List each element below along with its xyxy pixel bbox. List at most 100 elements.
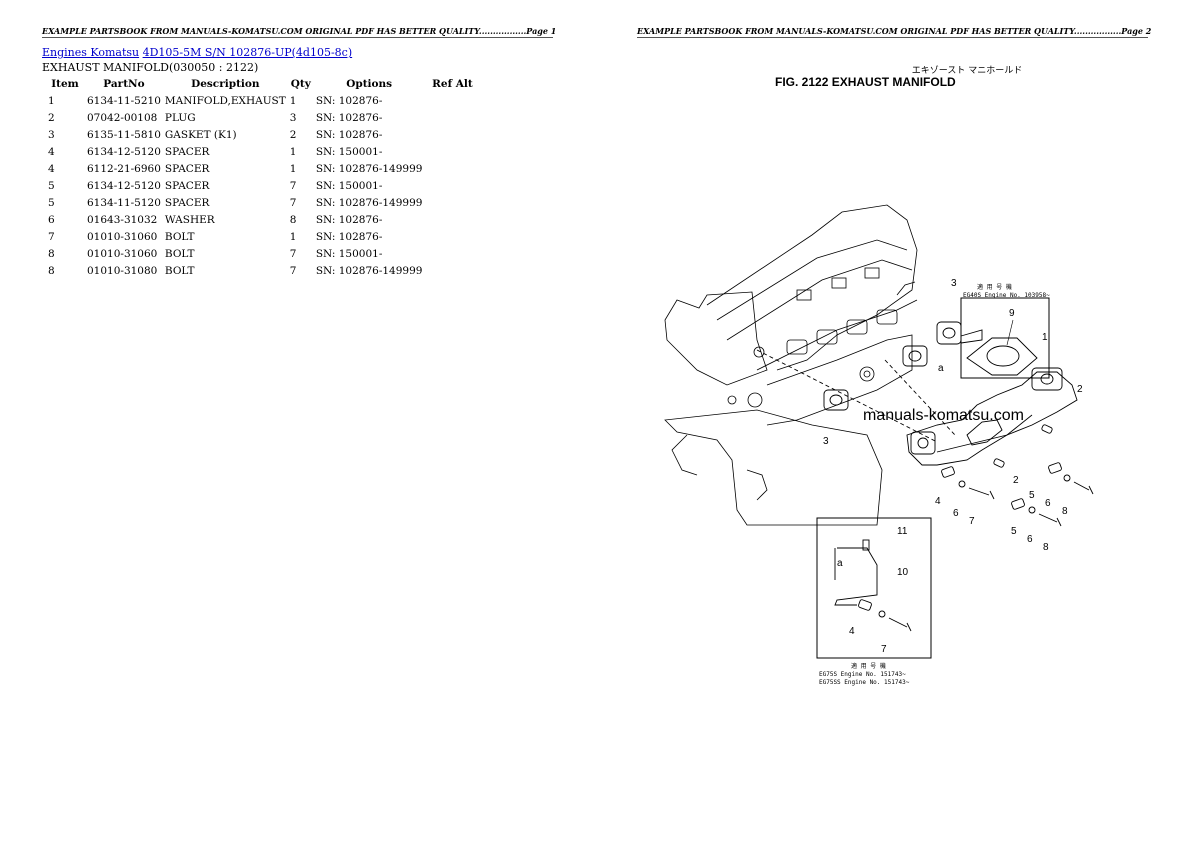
callout-10: 10 (897, 567, 909, 578)
cell-qty: 8 (289, 213, 297, 226)
cell-options: SN: 102876- (315, 111, 383, 124)
col-header-item: Item (51, 78, 79, 90)
cell-description: BOLT (164, 230, 195, 243)
manifold-drawing (906, 367, 1078, 466)
cell-ref-alt (424, 194, 480, 211)
callout-5: 5 (1029, 490, 1035, 501)
inset-top-frame (960, 297, 1050, 379)
inset-top: 適 用 号 機 EG40S Engine No. 103958~ (960, 283, 1050, 379)
cell-description: SPACER (164, 196, 210, 209)
cell-partno: 01643-31032 (87, 213, 158, 226)
parts-table: Item PartNo Description Qty Options Ref … (42, 76, 480, 279)
cell-item: 5 (48, 179, 55, 192)
cell-partno: 6134-12-5120 (87, 145, 161, 158)
engine-block-drawing (664, 204, 918, 526)
cell-qty: 7 (289, 196, 297, 209)
cell-options: SN: 150001- (315, 145, 383, 158)
exhaust-manifold-diagram: エキゾースト マニホールド FIG. 2122 EXHAUST MANIFOLD (664, 65, 1094, 686)
inset-bottom-engine2: EG75SS Engine No. 151743~ (819, 679, 910, 686)
cell-options: SN: 102876-149999 (315, 162, 423, 175)
cell-qty: 1 (289, 230, 297, 243)
cell-qty: 7 (289, 247, 297, 260)
col-header-description: Description (191, 78, 260, 90)
cell-item: 3 (48, 128, 55, 141)
cell-ref-alt (424, 177, 480, 194)
callout-2b: 2 (1013, 475, 1019, 486)
cell-qty: 7 (289, 264, 297, 277)
cell-ref-alt (424, 228, 480, 245)
col-header-partno: PartNo (103, 78, 145, 90)
cell-partno: 07042-00108 (87, 111, 158, 124)
callout-7b: 7 (881, 644, 887, 655)
cell-qty: 2 (289, 128, 297, 141)
callout-1: 1 (1042, 332, 1048, 343)
cell-partno: 6134-11-5210 (87, 94, 161, 107)
cell-options: SN: 102876- (315, 128, 383, 141)
cell-item: 4 (48, 162, 55, 175)
callout-4: 4 (935, 496, 941, 507)
inset-bottom-note: 適 用 号 機 (851, 662, 886, 670)
breadcrumb-link-engines[interactable]: Engines Komatsu (42, 46, 140, 59)
callout-8: 8 (1062, 506, 1068, 517)
cell-description: BOLT (164, 247, 195, 260)
cell-ref-alt (424, 109, 480, 126)
callout-8b: 8 (1043, 542, 1049, 553)
col-header-options: Options (346, 78, 393, 90)
callout-a-inset: a (837, 558, 843, 569)
callout-5b: 5 (1011, 526, 1017, 537)
cell-item: 7 (48, 230, 55, 243)
col-header-ref-alt: Ref Alt (432, 78, 473, 90)
cell-item: 8 (48, 247, 55, 260)
cell-description: PLUG (164, 111, 196, 124)
hardware-drawings (756, 349, 1094, 527)
cell-ref-alt (424, 143, 480, 160)
cell-qty: 1 (289, 162, 297, 175)
cell-ref-alt (424, 126, 480, 143)
cell-item: 5 (48, 196, 55, 209)
cell-item: 4 (48, 145, 55, 158)
cell-qty: 1 (289, 145, 297, 158)
page2-header: EXAMPLE PARTSBOOK FROM MANUALS-KOMATSU.C… (637, 26, 1152, 38)
cell-options: SN: 150001- (315, 247, 383, 260)
inset-top-note: 適 用 号 機 (977, 283, 1012, 291)
callout-6b: 6 (1045, 498, 1051, 509)
cell-partno: 6134-11-5120 (87, 196, 161, 209)
table-row: 8 01010-31060 BOLT 7 SN: 150001- (42, 245, 480, 262)
cell-partno: 01010-31060 (87, 247, 158, 260)
figure-title-jp: エキゾースト マニホールド (912, 65, 1022, 76)
table-row: 2 07042-00108 PLUG 3 SN: 102876- (42, 109, 480, 126)
cell-options: SN: 102876- (315, 230, 383, 243)
cell-options: SN: 102876- (315, 213, 383, 226)
callout-6: 6 (953, 508, 959, 519)
breadcrumb-link-model[interactable]: 4D105-5M S/N 102876-UP(4d105-8c) (142, 46, 353, 59)
cell-partno: 6112-21-6960 (87, 162, 161, 175)
figure-title: FIG. 2122 EXHAUST MANIFOLD (775, 75, 956, 89)
cell-qty: 3 (289, 111, 297, 124)
col-header-qty: Qty (290, 78, 311, 90)
cell-options: SN: 102876-149999 (315, 196, 423, 209)
cell-ref-alt (424, 160, 480, 177)
cell-description: GASKET (K1) (164, 128, 237, 141)
gasket-drawings (823, 321, 983, 411)
cell-options: SN: 102876- (315, 94, 383, 107)
cell-description: SPACER (164, 162, 210, 175)
cell-description: SPACER (164, 145, 210, 158)
callout-7: 7 (969, 516, 975, 527)
cell-qty: 1 (289, 94, 297, 107)
cell-item: 1 (48, 94, 55, 107)
callout-6c: 6 (1027, 534, 1033, 545)
cell-partno: 6135-11-5810 (87, 128, 161, 141)
cell-description: BOLT (164, 264, 195, 277)
cell-ref-alt (424, 92, 480, 109)
cell-partno: 01010-31080 (87, 264, 158, 277)
callout-a: a (938, 363, 944, 374)
cell-item: 2 (48, 111, 55, 124)
inset-bottom-engine1: EG75S Engine No. 151743~ (819, 671, 906, 678)
callout-2: 2 (1077, 384, 1083, 395)
